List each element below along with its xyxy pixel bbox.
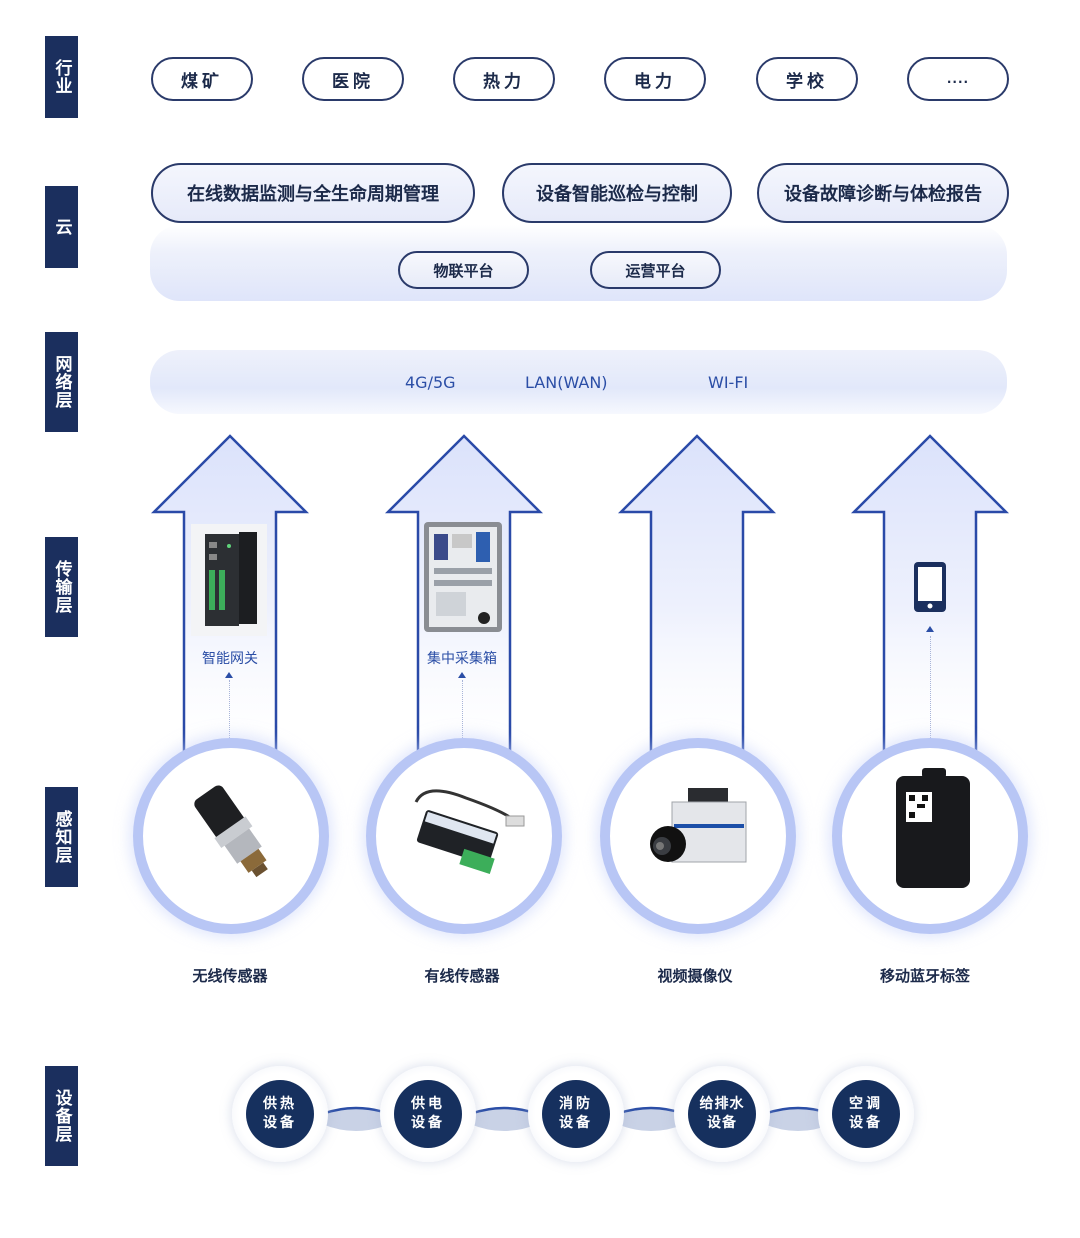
arrow-up-icon — [617, 434, 777, 754]
wireless-sensor-image — [194, 785, 268, 878]
layer-label-perception: 感知层 — [45, 787, 78, 887]
video-camera-image — [650, 788, 747, 863]
small-arrow-up-icon — [225, 672, 233, 678]
sensor-caption-wireless: 无线传感器 — [192, 967, 268, 985]
network-band — [150, 350, 1007, 414]
collection-box-image — [424, 522, 502, 632]
equipment-line1: 空调 — [849, 1096, 883, 1112]
equipment-heating: 供热设备 — [232, 1066, 328, 1162]
platform-operations: 运营平台 — [590, 251, 721, 289]
equipment-line2: 设备 — [849, 1115, 883, 1131]
sensor-caption-camera: 视频摄像仪 — [657, 967, 733, 985]
platform-iot: 物联平台 — [398, 251, 529, 289]
equipment-line2: 设备 — [707, 1115, 737, 1131]
equipment-line1: 供热 — [263, 1096, 297, 1112]
equipment-air-conditioning: 空调设备 — [818, 1066, 914, 1162]
wired-sensor-image — [414, 789, 525, 874]
equipment-water-supply-drainage: 给排水设备 — [674, 1066, 770, 1162]
cloud-service-inspection: 设备智能巡检与控制 — [502, 163, 732, 223]
sensor-ring-bluetooth-tag — [832, 738, 1028, 934]
smart-gateway-image — [191, 524, 267, 636]
equipment-line2: 设备 — [559, 1115, 593, 1131]
industry-heating: 热力 — [453, 57, 555, 101]
network-4g5g: 4G/5G — [405, 373, 456, 392]
transport-caption-gateway: 智能网关 — [202, 651, 258, 667]
industry-more: .... — [907, 57, 1009, 101]
cloud-platform-band — [150, 225, 1007, 301]
industry-hospital: 医院 — [302, 57, 404, 101]
equipment-line1: 给排水 — [699, 1096, 745, 1112]
industry-power: 电力 — [604, 57, 706, 101]
tablet-icon — [914, 562, 946, 612]
sensor-ring-camera — [600, 738, 796, 934]
equipment-line2: 设备 — [263, 1115, 297, 1131]
industry-school: 学校 — [756, 57, 858, 101]
equipment-fire-protection: 消防设备 — [528, 1066, 624, 1162]
equipment-line1: 消防 — [559, 1096, 593, 1112]
network-wifi: WI-FI — [708, 373, 749, 392]
bluetooth-tag-image — [896, 768, 970, 888]
layer-label-cloud: 云 — [45, 186, 78, 268]
sensor-caption-bluetooth-tag: 移动蓝牙标签 — [879, 967, 970, 985]
dotted-connector — [930, 636, 931, 756]
transport-caption-collection-box: 集中采集箱 — [427, 651, 497, 667]
sensor-ring-wireless — [133, 738, 329, 934]
small-arrow-up-icon — [458, 672, 466, 678]
sensor-caption-wired: 有线传感器 — [424, 967, 500, 985]
network-lan-wan: LAN(WAN) — [525, 373, 608, 392]
cloud-service-diagnosis: 设备故障诊断与体检报告 — [757, 163, 1009, 223]
dotted-connector — [229, 680, 230, 776]
equipment-line2: 设备 — [411, 1115, 445, 1131]
small-arrow-up-icon — [926, 626, 934, 632]
cloud-service-monitoring: 在线数据监测与全生命周期管理 — [151, 163, 475, 223]
layer-label-equipment: 设备层 — [45, 1066, 78, 1166]
layer-label-network: 网络层 — [45, 332, 78, 432]
equipment-power: 供电设备 — [380, 1066, 476, 1162]
sensor-ring-wired — [366, 738, 562, 934]
layer-label-transport: 传输层 — [45, 537, 78, 637]
equipment-line1: 供电 — [411, 1096, 445, 1112]
layer-label-industry: 行业 — [45, 36, 78, 118]
industry-coal-mine: 煤矿 — [151, 57, 253, 101]
dotted-connector — [462, 680, 463, 776]
